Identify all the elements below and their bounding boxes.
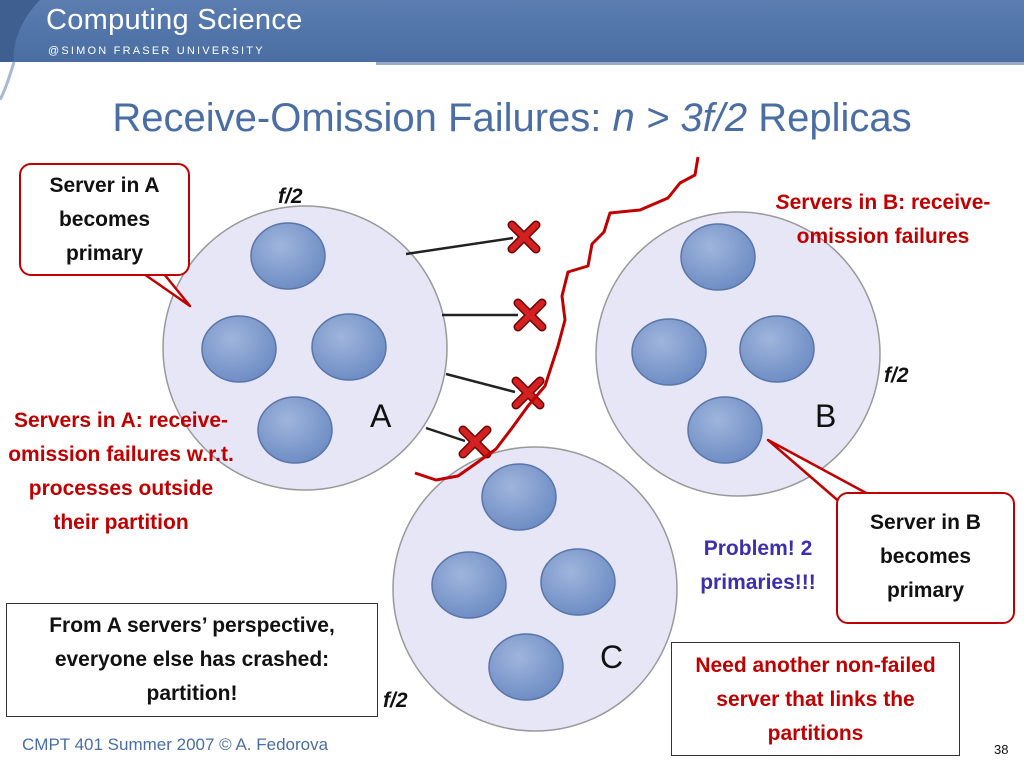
group-b-letter: B (815, 398, 837, 434)
header-underline (376, 62, 1024, 65)
brand-subtitle: @SIMON FRASER UNIVERSITY (48, 45, 265, 57)
dropped-message-x-3 (511, 376, 545, 410)
callout-server-b-primary: Server in B becomes primary (836, 492, 1015, 624)
message-line-4 (425, 426, 466, 443)
server-node-c4 (488, 633, 564, 701)
group-a-circle (162, 205, 448, 491)
need-server-box: Need another non-failed server that link… (671, 642, 960, 756)
group-b-circle (595, 211, 881, 497)
page-number: 38 (994, 742, 1009, 757)
server-node-a3 (311, 313, 387, 381)
callout-a-pointer (143, 272, 192, 308)
group-c-circle (392, 446, 678, 732)
group-a-letter: A (370, 398, 392, 434)
message-line-1 (405, 236, 514, 256)
server-node-c2 (431, 551, 507, 619)
callout-b-pointer (766, 438, 869, 505)
servers-b-rest: ervers in B: receive-omission failures (789, 191, 991, 248)
dropped-message-x-1 (507, 220, 541, 254)
dropped-message-x-2 (513, 298, 547, 332)
perspective-box: From A servers’ perspective, everyone el… (6, 603, 378, 717)
group-a-size-label: f/2 (278, 185, 303, 208)
slide-title: Receive-Omission Failures: n > 3f/2 Repl… (0, 96, 1024, 141)
callout-server-a-primary: Server in A becomes primary (19, 163, 190, 276)
title-suffix: Replicas (747, 96, 912, 140)
server-node-b4 (687, 396, 763, 464)
server-a-primary-text: Server in A becomes primary (49, 174, 160, 265)
servers-b-initial: S (775, 191, 790, 214)
servers-b-failures-text: Servers in B: receive-omission failures (774, 186, 992, 254)
group-c-size-label: f/2 (383, 689, 408, 712)
message-line-3 (445, 372, 516, 394)
server-node-c1 (481, 463, 557, 531)
need-server-text: Need another non-failed server that link… (695, 654, 936, 745)
server-node-b2 (631, 318, 707, 386)
group-c-letter: C (600, 639, 624, 675)
servers-a-failures-text: Servers in A: receive-omission failures … (8, 409, 234, 534)
server-node-b3 (739, 315, 815, 383)
perspective-text: From A servers’ perspective, everyone el… (49, 614, 335, 705)
server-node-a1 (250, 222, 326, 290)
dropped-message-x-4 (458, 425, 492, 459)
server-node-a2 (201, 315, 277, 383)
server-node-b1 (680, 223, 756, 291)
title-prefix: Receive-Omission Failures: (112, 96, 613, 140)
problem-text: Problem! 2 primaries!!! (700, 537, 816, 594)
partition-boundary-line (414, 156, 700, 482)
brand-title: Computing Science (46, 4, 303, 36)
header-swoosh (0, 0, 40, 100)
title-math: n > 3f/2 (612, 96, 748, 140)
server-b-primary-text: Server in B becomes primary (870, 511, 981, 602)
server-node-c3 (540, 548, 616, 616)
footer-course: CMPT 401 Summer 2007 © A. Fedorova (22, 735, 329, 754)
header-banner: Computing Science @SIMON FRASER UNIVERSI… (0, 0, 1024, 100)
group-b-size-label: f/2 (884, 364, 909, 387)
server-node-a4 (257, 396, 333, 464)
